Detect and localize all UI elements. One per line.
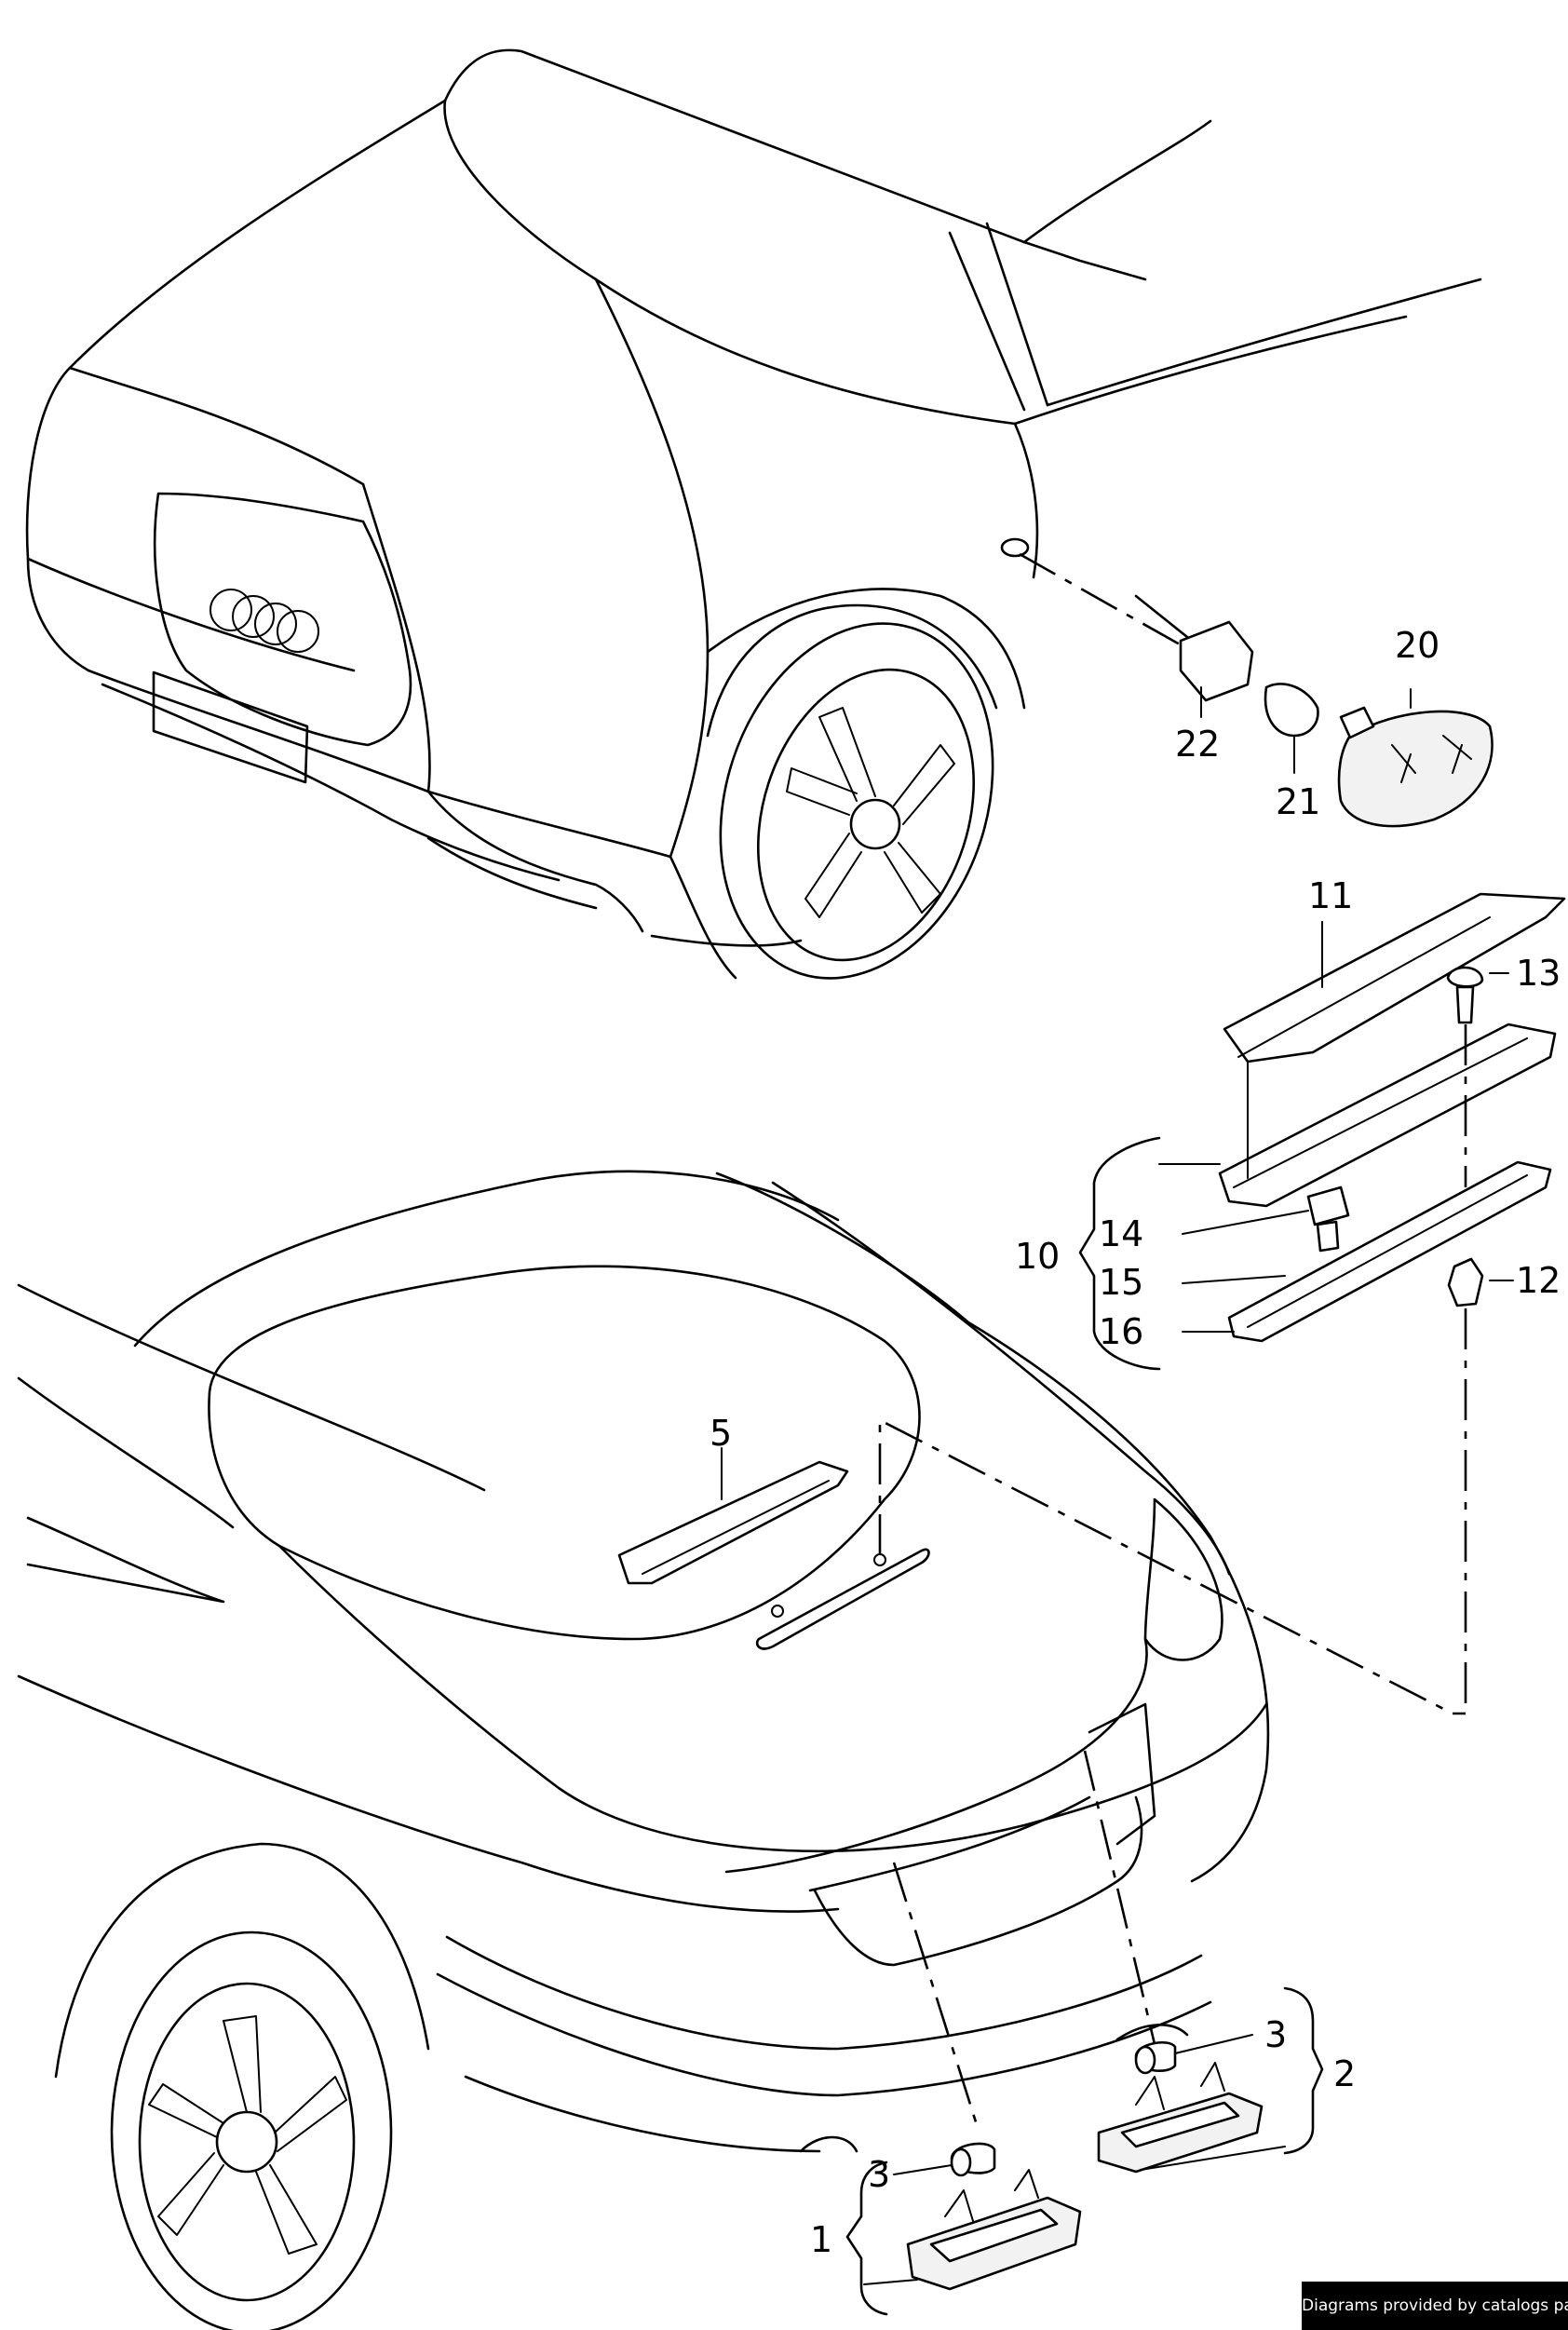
- rear-car-illustration: [17, 1170, 1270, 2330]
- callout-21: 21: [1276, 781, 1320, 822]
- callout-15: 15: [1099, 1262, 1143, 1303]
- callout-11: 11: [1308, 875, 1353, 916]
- callout-20: 20: [1395, 625, 1440, 666]
- callout-22: 22: [1175, 724, 1220, 765]
- side-marker-assembly: [1019, 552, 1494, 828]
- callout-3-left: 3: [868, 2154, 890, 2195]
- callout-3-right: 3: [1264, 2014, 1287, 2055]
- callout-12: 12: [1516, 1260, 1561, 1301]
- callout-2: 2: [1333, 2053, 1356, 2094]
- callout-labels: 20 22 21 11 13 14 10 15 12 16 5 3 2 3 1: [710, 625, 1561, 2260]
- credit-banner: Diagrams provided by catalogs parts: [1302, 2282, 1568, 2330]
- callout-leaders: [721, 921, 1323, 1500]
- front-car-illustration: [25, 48, 1482, 980]
- callout-14: 14: [1099, 1213, 1143, 1254]
- assembly-lines: [878, 1417, 1466, 2129]
- callout-1: 1: [810, 2219, 832, 2260]
- callout-13: 13: [1516, 953, 1561, 994]
- callout-10: 10: [1015, 1236, 1060, 1277]
- callout-16: 16: [1099, 1311, 1143, 1352]
- brake-light-exploded: [1078, 892, 1566, 1714]
- license-plate-lights: [845, 1986, 1324, 2316]
- callout-5: 5: [710, 1413, 732, 1454]
